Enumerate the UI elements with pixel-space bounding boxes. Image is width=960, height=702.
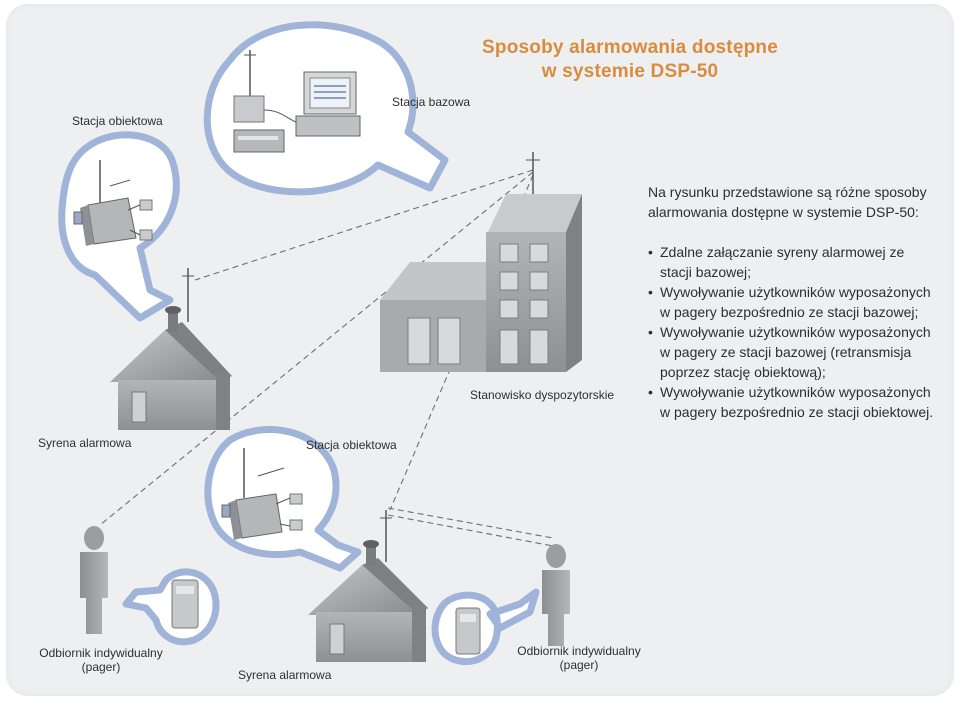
label-pager-right-line1: Odbiornik indywidualny	[517, 644, 641, 658]
label-pager-left-line1: Odbiornik indywidualny	[39, 646, 163, 660]
label-object-station-top: Stacja obiektowa	[72, 114, 163, 128]
description-item: Wywoływanie użytkowników wyposażonych w …	[648, 282, 938, 322]
pager-bubble-right	[431, 588, 540, 666]
object-station-bubble-bottom	[204, 426, 362, 572]
label-pager-right: Odbiornik indywidualny (pager)	[504, 644, 654, 672]
person-right	[542, 544, 570, 646]
object-station-equipment-icon-top	[73, 160, 153, 246]
siren-house-left	[110, 268, 232, 430]
label-object-station-bottom: Stacja obiektowa	[306, 438, 397, 452]
dispatch-building	[380, 152, 582, 372]
label-dispatch: Stanowisko dyspozytorskie	[470, 388, 615, 402]
link-siren-to-pager-right-1	[387, 507, 554, 539]
object-station-equipment-icon-bottom	[221, 448, 303, 540]
base-station-equipment-icon	[233, 50, 361, 153]
description-list: Zdalne załączanie syreny alarmowej ze st…	[648, 242, 938, 422]
description-item: Zdalne załączanie syreny alarmowej ze st…	[648, 242, 938, 282]
siren-house-left-roof	[110, 330, 220, 382]
object-station-bubble-top	[58, 131, 180, 322]
person-left	[80, 526, 108, 634]
siren-house-bottom	[308, 510, 428, 662]
siren-house-bottom-roof	[308, 565, 418, 615]
link-siren-to-pager-right-2	[387, 514, 554, 547]
label-pager-right-line2: (pager)	[559, 658, 599, 672]
label-siren-left: Syrena alarmowa	[38, 436, 132, 450]
description-block: Na rysunku przedstawione są różne sposob…	[648, 182, 938, 422]
link-base-to-pager-left	[99, 171, 534, 526]
pager-callout-left	[122, 568, 220, 646]
description-intro: Na rysunku przedstawione są różne sposob…	[648, 184, 927, 220]
label-pager-left: Odbiornik indywidualny (pager)	[26, 646, 176, 674]
label-pager-left-line2: (pager)	[81, 660, 121, 674]
title-line-2: w systemie DSP-50	[541, 61, 719, 82]
title-line-1: Sposoby alarmowania dostępne	[482, 37, 778, 58]
diagram-title: Sposoby alarmowania dostępne w systemie …	[470, 36, 790, 84]
description-item: Wywoływanie użytkowników wyposażonych w …	[648, 322, 938, 382]
description-item: Wywoływanie użytkowników wyposażonych w …	[648, 382, 938, 422]
pager-bubble-left	[122, 568, 220, 646]
label-siren-bottom: Syrena alarmowa	[238, 668, 332, 682]
base-station-bubble	[203, 21, 449, 196]
label-base-station: Stacja bazowa	[392, 95, 471, 109]
